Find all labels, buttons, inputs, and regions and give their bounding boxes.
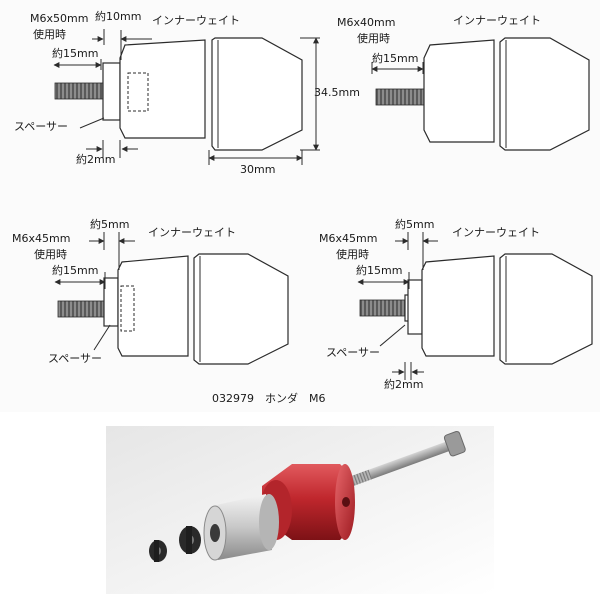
height-dimension-label: 34.5mm [314, 86, 360, 99]
diagram-m6x45-b: M6x45mm 使用時 約15mm 約5mm インナーウェイト スペーサー 約2… [319, 217, 593, 391]
spacer [103, 277, 119, 327]
spacer [102, 62, 121, 121]
inner-length-label: 約15mm [372, 51, 418, 65]
usage-length-label: 使用時 [33, 28, 66, 41]
inner-length-label: 約15mm [356, 263, 402, 277]
thread-size-label: M6x50mm [30, 12, 88, 25]
inset-width-label: 約5mm [90, 217, 129, 231]
inner-length-label: 約15mm [52, 46, 98, 60]
diagram-m6x45-a: M6x45mm 使用時 約15mm 約5mm インナーウェイト スペーサー [12, 217, 289, 365]
spacer-width-label: 約2mm [76, 152, 115, 166]
silver-inner-weight [203, 494, 279, 561]
usage-length-label: 使用時 [34, 248, 67, 261]
bolt-thread [57, 300, 107, 318]
inner-weight-label: インナーウェイト [453, 14, 541, 27]
spacer-ring [407, 279, 423, 335]
thread-size-label: M6x45mm [319, 232, 377, 245]
diagram-panel: M6x50mm 使用時 約15mm 約10mm インナーウェイト スペーサー 約… [12, 9, 593, 405]
inner-weight-label: インナーウェイト [152, 14, 240, 27]
outer-weight [499, 37, 590, 151]
thread-size-label: M6x40mm [337, 16, 395, 29]
outer-weight [211, 37, 303, 151]
spacer-label: スペーサー [48, 352, 102, 365]
inner-recess [120, 285, 135, 332]
usage-length-label: 使用時 [357, 32, 390, 45]
bolt-thread [359, 299, 409, 317]
diagram-m6x40: M6x40mm 使用時 約15mm インナーウェイト [337, 14, 590, 151]
inner-weight-label: インナーウェイト [148, 226, 236, 239]
black-spacer-large [179, 526, 201, 554]
inner-weight [119, 39, 206, 139]
bolt-thread [375, 88, 425, 106]
inner-length-label: 約15mm [52, 263, 98, 277]
inset-width-label: 約5mm [395, 217, 434, 231]
spacer-width-label: 約2mm [384, 377, 423, 391]
outer-weight [499, 253, 593, 365]
inset-width-label: 約10mm [95, 9, 141, 23]
bolt-thread [54, 82, 104, 100]
product-caption: 032979 ホンダ M6 [212, 391, 325, 405]
width-dimension-label: 30mm [240, 163, 275, 176]
spacer-label: スペーサー [326, 346, 380, 359]
product-photo [0, 412, 600, 600]
inner-weight [421, 255, 495, 357]
diagram-m6x50: M6x50mm 使用時 約15mm 約10mm インナーウェイト スペーサー 約… [14, 9, 360, 176]
inner-weight-label: インナーウェイト [452, 226, 540, 239]
inner-weight [423, 39, 495, 143]
inner-weight [117, 255, 189, 357]
usage-length-label: 使用時 [336, 248, 369, 261]
spacer-label: スペーサー [14, 120, 68, 133]
black-spacer-small [149, 540, 167, 562]
outer-weight [193, 253, 289, 365]
thread-size-label: M6x45mm [12, 232, 70, 245]
inner-recess [127, 72, 149, 112]
